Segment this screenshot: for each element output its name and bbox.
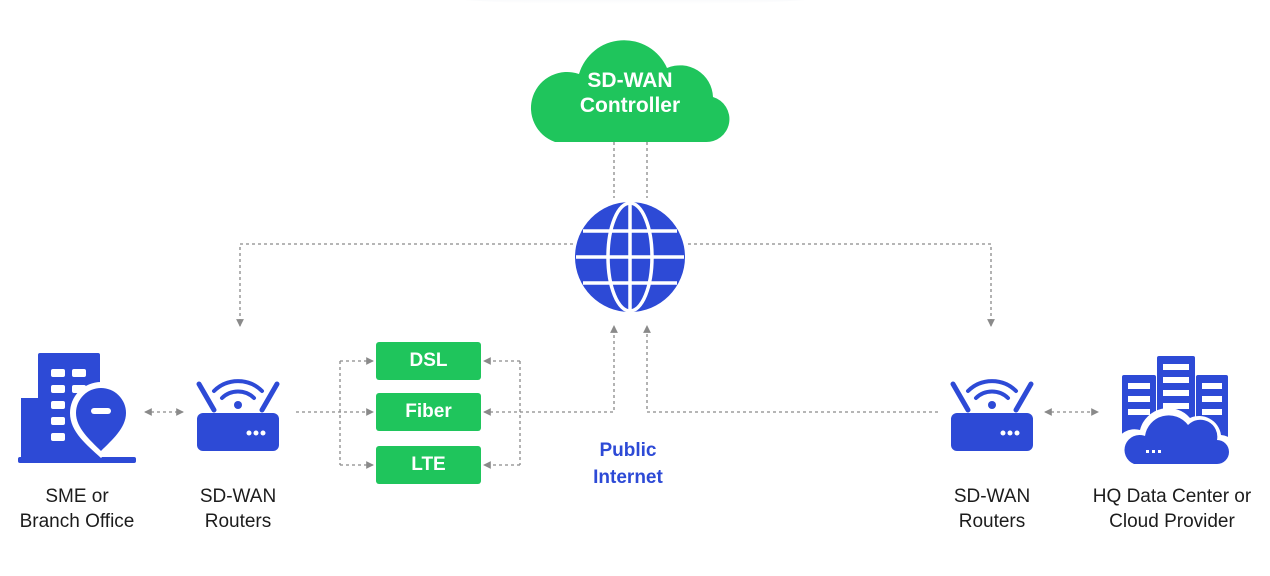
public-internet-line2: Internet: [593, 467, 663, 488]
building-icon: [18, 353, 136, 463]
controller-cloud-icon: [530, 40, 730, 143]
controller-label-line1: SD-WAN: [587, 69, 673, 92]
branch-office-line1: SME or: [45, 486, 109, 507]
link-dsl: DSL: [376, 342, 481, 380]
right-routers-line2: Routers: [958, 511, 1026, 532]
hq-line1: HQ Data Center or: [1092, 486, 1252, 507]
fiber-to-globe: [483, 325, 618, 416]
globe-to-left-router: [236, 243, 573, 327]
left-routers-line2: Routers: [204, 511, 272, 532]
right-routers-label: SD-WAN Routers: [932, 484, 1052, 534]
branch-office-line2: Branch Office: [19, 511, 135, 532]
right-router-to-globe: [643, 325, 938, 413]
hq-label: HQ Data Center or Cloud Provider: [1074, 484, 1270, 534]
link-fiber: Fiber: [376, 393, 481, 431]
connectors: [144, 142, 1099, 469]
hq-line2: Cloud Provider: [1109, 511, 1235, 532]
right-routers-line1: SD-WAN: [953, 486, 1031, 507]
globe-icon: [575, 201, 685, 313]
globe-to-right-router: [688, 243, 995, 327]
router-icon-right: [950, 379, 1034, 451]
link-lte: LTE: [376, 446, 481, 484]
controller-label-line2: Controller: [579, 94, 681, 117]
header-shadow: [455, 0, 815, 4]
datacenter-icon: [1114, 356, 1238, 470]
left-routers-line1: SD-WAN: [199, 486, 277, 507]
left-routers-label: SD-WAN Routers: [178, 484, 298, 534]
public-internet-label: Public Internet: [568, 437, 688, 491]
public-internet-line1: Public: [599, 440, 657, 461]
router-icon-left: [196, 379, 280, 451]
controller-label: SD-WAN Controller: [530, 68, 730, 118]
branch-office-label: SME or Branch Office: [0, 484, 154, 534]
